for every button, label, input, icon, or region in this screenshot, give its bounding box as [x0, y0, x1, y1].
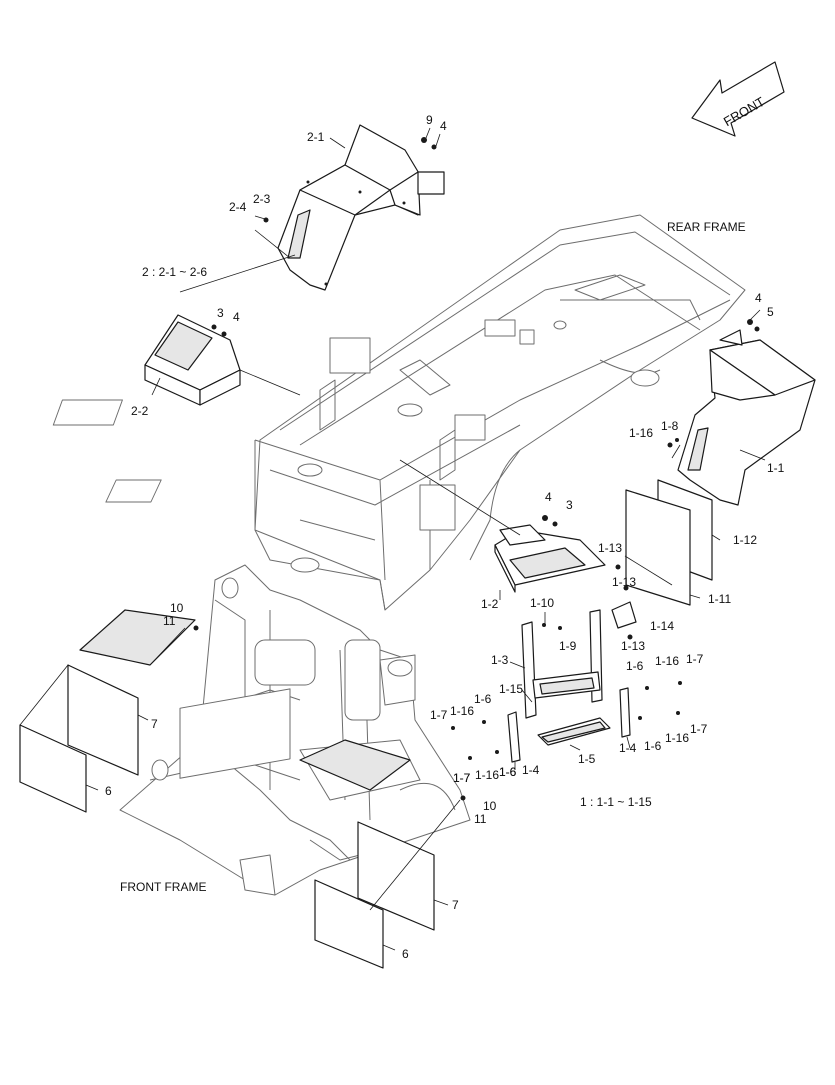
- callout: 4: [233, 310, 240, 324]
- tread-1-5: [537, 717, 611, 746]
- step-1-2: [494, 524, 606, 593]
- callout: 1-16: [665, 731, 689, 745]
- callout: 3: [217, 306, 224, 320]
- callout: 1-5: [578, 752, 596, 766]
- callout: 2-4: [229, 200, 247, 214]
- callout: 1-8: [661, 419, 679, 433]
- bracket-1-4-right: [619, 687, 631, 738]
- callout: 4: [545, 490, 552, 504]
- callout: 1-4: [522, 763, 540, 777]
- group-2-label: 2 : 2-1 ~ 2-6: [142, 265, 207, 279]
- front-arrow-icon: FRONT: [691, 61, 785, 137]
- callout: 1-7: [430, 708, 448, 722]
- callout: 1-6: [499, 765, 517, 779]
- callout: 2-1: [307, 130, 325, 144]
- rear-frame: [52, 214, 746, 611]
- callout: 4: [755, 291, 762, 305]
- callout: 9: [426, 113, 433, 127]
- callout: 1-2: [481, 597, 499, 611]
- callout: 1-13: [621, 639, 645, 653]
- callout: 1-13: [598, 541, 622, 555]
- callout: 1-6: [644, 739, 662, 753]
- callout: 1-11: [708, 592, 731, 606]
- callout: 1-7: [690, 722, 708, 736]
- callout-labels: 2-1 9 4 2-4 2-3 3 4 2-2 4 5 1-16 1-8 1-1…: [105, 113, 785, 961]
- callout: 7: [452, 898, 459, 912]
- callout: 1-16: [475, 768, 499, 782]
- callout: 1-6: [499, 765, 517, 779]
- mudflap-1-11: [625, 489, 691, 606]
- callout: 1-7: [453, 771, 471, 785]
- callout: 1-16: [655, 654, 679, 668]
- callout: 2-3: [253, 192, 271, 206]
- callout: 1-1: [767, 461, 785, 475]
- callout: 1-3: [491, 653, 509, 667]
- callout: 1-13: [612, 575, 636, 589]
- bracket-1-4-left: [507, 711, 521, 763]
- hardware-dots: [193, 137, 760, 801]
- callout: 11: [474, 812, 487, 826]
- bracket-1-14: [611, 601, 637, 629]
- fender-1-1: [677, 329, 816, 506]
- mudflap-6-left: [19, 724, 87, 813]
- front-fender-7-left: [67, 609, 196, 776]
- leader-lines: [19, 127, 766, 951]
- callout: 3: [566, 498, 573, 512]
- rear-frame-label: REAR FRAME: [667, 220, 746, 234]
- group-1-label: 1 : 1-1 ~ 1-15: [580, 795, 652, 809]
- callout: 7: [151, 717, 158, 731]
- front-fender-7-right: [299, 739, 435, 931]
- callout: 1-16: [629, 426, 653, 440]
- callout: 6: [402, 947, 409, 961]
- callout: 1-16: [450, 704, 474, 718]
- ladder-1-3: [521, 609, 603, 719]
- callout: 1-7: [453, 771, 471, 785]
- callout: 2-2: [131, 404, 149, 418]
- callout: 11: [163, 614, 176, 628]
- callout: 1-9: [559, 639, 577, 653]
- fender-2-1: [277, 124, 445, 291]
- callout: 1-7: [686, 652, 704, 666]
- callout: 6: [105, 784, 112, 798]
- step-2-2: [144, 314, 241, 406]
- callout: 1-15: [499, 682, 523, 696]
- callout: 1-6: [626, 659, 644, 673]
- mudflap-6-right: [314, 879, 384, 969]
- callout: 4: [440, 119, 447, 133]
- callout: 1-14: [650, 619, 674, 633]
- callout: 10: [483, 799, 497, 813]
- callout: 1-4: [619, 741, 637, 755]
- callout: 1-12: [733, 533, 757, 547]
- callout: 5: [767, 305, 774, 319]
- front-frame-label: FRONT FRAME: [120, 880, 206, 894]
- callout: 1-6: [474, 692, 492, 706]
- callout: 10: [170, 601, 184, 615]
- callout: 1-10: [530, 596, 554, 610]
